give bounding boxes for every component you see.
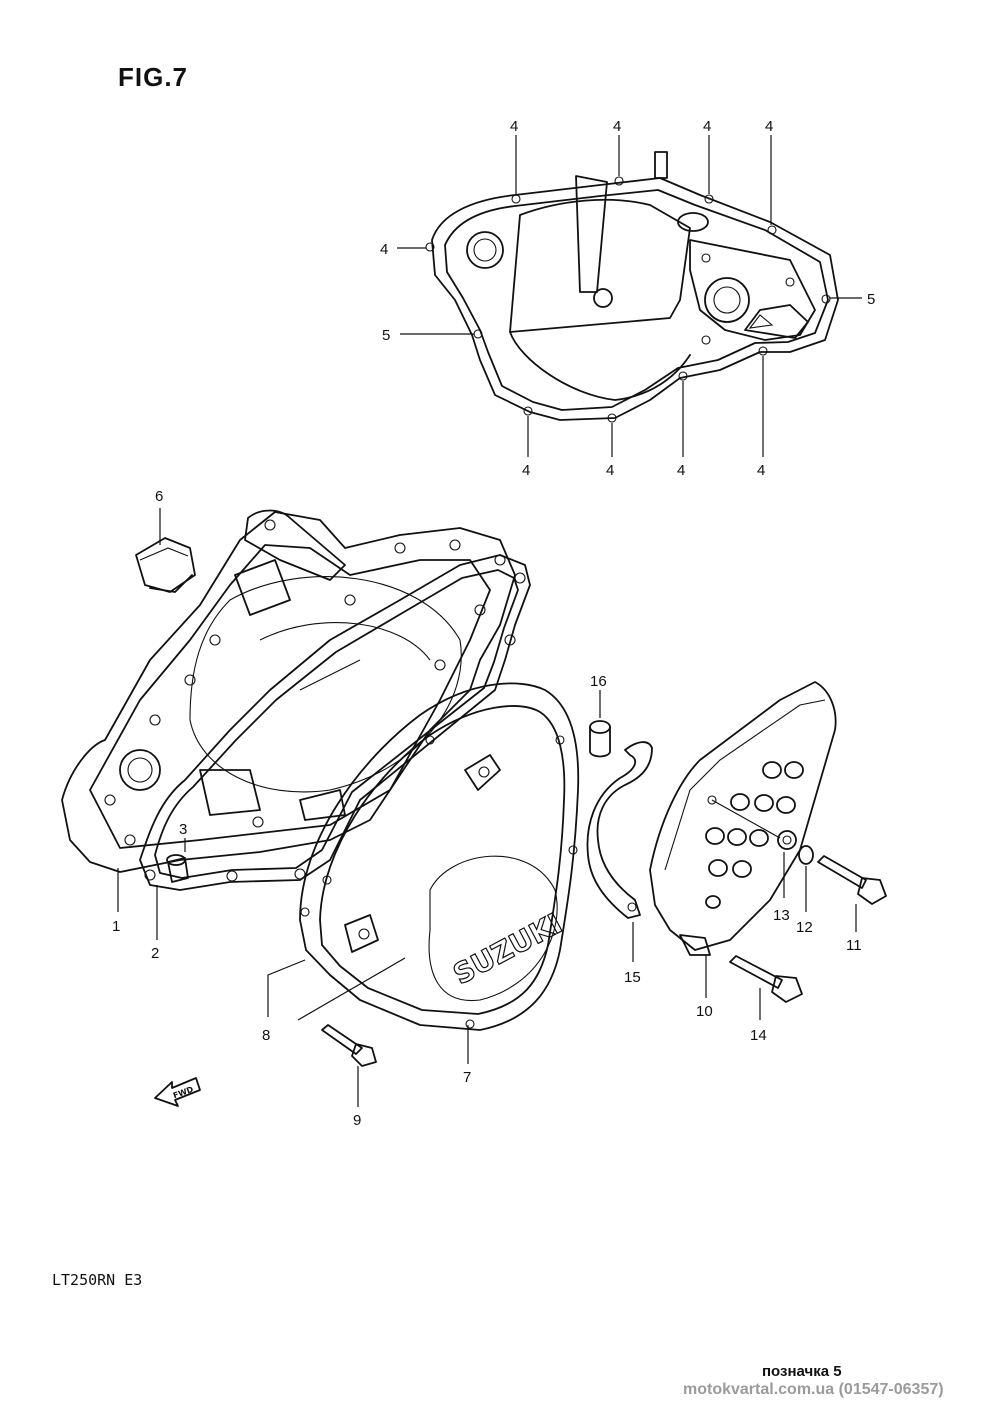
callout-4: 4 <box>613 118 621 135</box>
lower-view-leaders <box>117 508 469 1064</box>
callout-4: 4 <box>522 462 530 479</box>
callout-1: 1 <box>112 918 120 935</box>
top-view-leaders <box>397 135 862 457</box>
callout-12: 12 <box>796 919 813 936</box>
callout-4: 4 <box>510 118 518 135</box>
spacer-part-16 <box>589 690 611 758</box>
forward-direction-arrow: FWD <box>154 1077 201 1107</box>
washer-part-12 <box>798 845 814 912</box>
washer-part-13 <box>711 799 797 898</box>
watermark: motokvartal.com.ua (01547-06357) <box>683 1381 944 1398</box>
callout-4: 4 <box>703 118 711 135</box>
callout-14: 14 <box>750 1027 767 1044</box>
callout-7: 7 <box>463 1069 471 1086</box>
callout-6: 6 <box>155 488 163 505</box>
callout-3: 3 <box>179 821 187 838</box>
bolt-part-14 <box>729 955 803 1020</box>
callout-15: 15 <box>624 969 641 986</box>
callout-5: 5 <box>867 291 875 308</box>
callout-11: 11 <box>846 937 862 954</box>
crankcase-cover-part-1 <box>61 509 516 873</box>
callout-10: 10 <box>696 1003 713 1020</box>
callout-9: 9 <box>353 1112 361 1129</box>
callout-5: 5 <box>382 327 390 344</box>
gasket-part-2 <box>139 554 531 891</box>
callout-4: 4 <box>380 241 388 258</box>
model-code: LT250RN E3 <box>52 1271 143 1289</box>
callout-labels: 4 4 4 4 4 5 5 4 4 4 4 6 3 1 2 8 9 7 16 1… <box>112 118 875 1129</box>
sheet-note: позначка 5 <box>762 1363 842 1380</box>
bolt-part-11 <box>817 855 887 932</box>
clutch-cover-inner-view <box>425 151 839 423</box>
callout-8: 8 <box>262 1027 270 1044</box>
oil-filler-cap-part-6 <box>135 537 196 593</box>
figure-title: FIG.7 <box>118 62 189 92</box>
suzuki-logo: SUZUKI <box>448 907 568 992</box>
callout-2: 2 <box>151 945 159 962</box>
sprocket-cover-part-10 <box>649 681 837 998</box>
bolt-part-9 <box>321 1024 377 1107</box>
callout-16: 16 <box>590 673 607 690</box>
callout-4: 4 <box>765 118 773 135</box>
dowel-pin-part-3 <box>166 854 189 883</box>
callout-4: 4 <box>677 462 685 479</box>
bracket-part-15 <box>586 741 653 962</box>
callout-13: 13 <box>773 907 790 924</box>
callout-4: 4 <box>606 462 614 479</box>
callout-4: 4 <box>757 462 765 479</box>
